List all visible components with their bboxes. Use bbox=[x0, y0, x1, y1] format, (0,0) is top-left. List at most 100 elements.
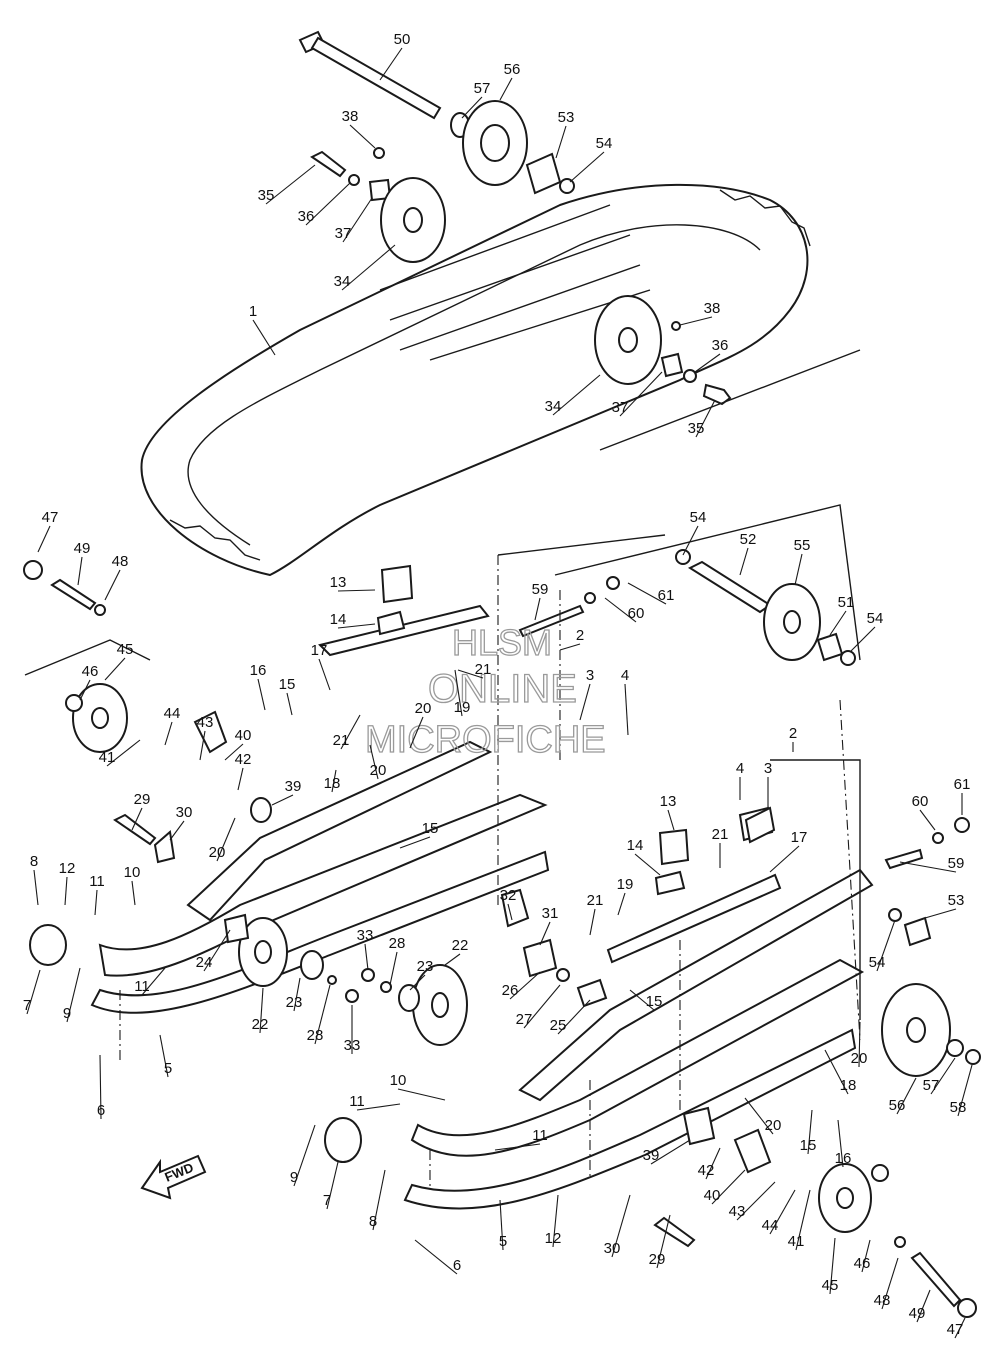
callout-c60b: 60 bbox=[912, 793, 929, 810]
callout-c39b: 39 bbox=[643, 1147, 660, 1164]
callout-c5a: 5 bbox=[164, 1060, 172, 1077]
callout-c34a: 34 bbox=[334, 273, 351, 290]
callout-c51a: 51 bbox=[838, 594, 855, 611]
callout-c46b: 46 bbox=[854, 1255, 871, 1272]
leader-line-c47a bbox=[37, 525, 51, 553]
leader-line-c51a bbox=[829, 610, 847, 636]
callout-c15c: 15 bbox=[646, 993, 663, 1010]
leader-line-c45a bbox=[104, 657, 126, 681]
callout-c11b: 11 bbox=[134, 978, 150, 995]
leader-line-c53b bbox=[924, 908, 957, 919]
leader-line-c18b bbox=[824, 1049, 849, 1095]
leader-line-c10b bbox=[397, 1088, 446, 1101]
callout-c28a: 28 bbox=[307, 1027, 324, 1044]
leader-line-c7b bbox=[326, 1161, 339, 1210]
leader-lines bbox=[26, 47, 973, 1339]
callout-c14b: 14 bbox=[627, 837, 644, 854]
callout-c54b: 54 bbox=[690, 509, 707, 526]
callout-c43a: 43 bbox=[197, 714, 214, 731]
leader-line-c44a bbox=[164, 721, 173, 746]
leader-line-c46b bbox=[861, 1239, 871, 1273]
callout-c54a: 54 bbox=[596, 135, 613, 152]
callout-c27a: 27 bbox=[516, 1011, 533, 1028]
leader-line-c54a bbox=[569, 151, 605, 183]
callout-c59b: 59 bbox=[948, 855, 965, 872]
callout-c17b: 17 bbox=[791, 829, 808, 846]
callout-c26a: 26 bbox=[502, 982, 519, 999]
leader-line-c39a bbox=[271, 794, 294, 806]
callout-c34b: 34 bbox=[545, 398, 562, 415]
callout-c19b: 19 bbox=[617, 876, 634, 893]
leader-line-c38b bbox=[679, 316, 713, 326]
leader-line-c11a bbox=[94, 889, 98, 916]
callout-c21c: 21 bbox=[712, 826, 729, 843]
leader-line-c54c bbox=[849, 626, 876, 653]
callout-c20b: 20 bbox=[415, 700, 432, 717]
callout-c32a: 32 bbox=[500, 887, 517, 904]
callout-c48b: 48 bbox=[874, 1292, 891, 1309]
leader-line-c29a bbox=[131, 807, 143, 831]
leader-line-c2a bbox=[559, 643, 581, 651]
leader-line-c40a bbox=[224, 743, 244, 761]
callout-c55a: 55 bbox=[794, 537, 811, 554]
callout-c52a: 52 bbox=[740, 531, 757, 548]
callout-c9a: 9 bbox=[63, 1005, 71, 1022]
leader-line-c49b bbox=[916, 1289, 931, 1323]
leader-line-c43b bbox=[736, 1181, 776, 1221]
callout-c31a: 31 bbox=[542, 905, 559, 922]
leader-line-c15b bbox=[399, 836, 431, 849]
callout-c61a: 61 bbox=[658, 587, 675, 604]
leader-line-c35b bbox=[695, 399, 716, 438]
callout-c10a: 10 bbox=[124, 864, 141, 881]
leader-line-c42a bbox=[237, 767, 244, 791]
leader-line-c7a bbox=[26, 969, 41, 1015]
track-belt bbox=[140, 183, 811, 577]
callout-c9b: 9 bbox=[290, 1169, 298, 1186]
leader-line-c10a bbox=[131, 880, 136, 906]
leader-line-c30b bbox=[611, 1194, 631, 1258]
callout-c39a: 39 bbox=[285, 778, 302, 795]
leader-line-c59b bbox=[899, 861, 957, 873]
leader-line-c57a bbox=[461, 96, 483, 119]
callout-c57b: 57 bbox=[923, 1077, 940, 1094]
leader-line-c44b bbox=[769, 1189, 796, 1235]
leader-line-c20e bbox=[744, 1097, 774, 1135]
callout-c5b: 5 bbox=[499, 1233, 507, 1250]
leader-line-c18a bbox=[331, 769, 337, 793]
callout-c57a: 57 bbox=[474, 80, 491, 97]
callout-c10b: 10 bbox=[390, 1072, 407, 1089]
leader-line-c32a bbox=[507, 903, 513, 921]
leader-line-c14b bbox=[634, 853, 661, 876]
callout-c6a: 6 bbox=[97, 1102, 105, 1119]
leader-line-c54d bbox=[876, 919, 896, 972]
callout-c35a: 35 bbox=[258, 187, 275, 204]
callout-c42b: 42 bbox=[698, 1162, 715, 1179]
callout-c36b: 36 bbox=[712, 337, 729, 354]
leader-line-c27a bbox=[523, 984, 561, 1029]
callout-c21d: 21 bbox=[587, 892, 604, 909]
callout-c47a: 47 bbox=[42, 509, 59, 526]
callout-c43b: 43 bbox=[729, 1203, 746, 1220]
leader-line-c13b bbox=[667, 809, 675, 831]
leader-line-c56a bbox=[499, 77, 513, 101]
callout-c3b: 3 bbox=[764, 760, 772, 777]
callout-c40a: 40 bbox=[235, 727, 252, 744]
callout-c1: 1 bbox=[249, 303, 257, 320]
leader-line-c55a bbox=[794, 553, 803, 586]
leader-line-c25a bbox=[557, 999, 591, 1035]
leader-line-c21b bbox=[457, 669, 484, 679]
callout-c56b: 56 bbox=[889, 1097, 906, 1114]
callout-c33b: 33 bbox=[344, 1037, 361, 1054]
callout-c7b: 7 bbox=[323, 1192, 331, 1209]
callout-c40b: 40 bbox=[704, 1187, 721, 1204]
callout-c56a: 56 bbox=[504, 61, 521, 78]
leader-line-c14a bbox=[337, 623, 376, 629]
leader-line-c38a bbox=[349, 124, 376, 149]
leader-line-c23a bbox=[293, 977, 301, 1012]
callout-c11d: 11 bbox=[532, 1127, 548, 1144]
callout-c41b: 41 bbox=[788, 1233, 805, 1250]
leader-line-c47b bbox=[954, 1317, 966, 1339]
leader-line-c3a bbox=[579, 683, 591, 721]
leader-line-c12b bbox=[552, 1194, 559, 1248]
